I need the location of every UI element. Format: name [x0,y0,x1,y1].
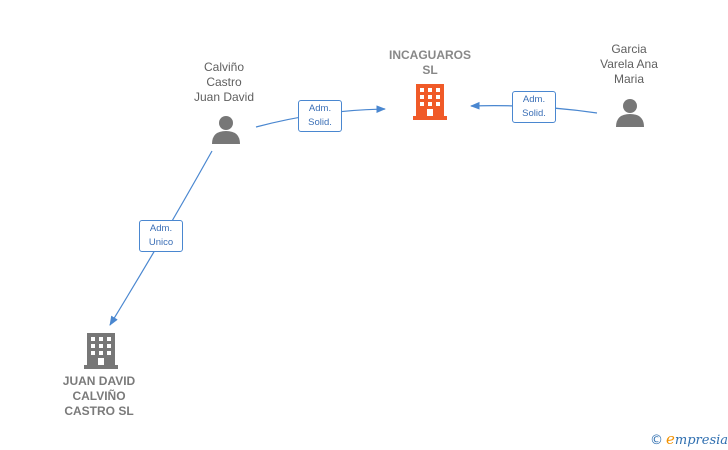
node-label-calvino: Calviño Castro Juan David [193,60,255,104]
brand-initial: e [666,430,675,448]
copyright-symbol: © [650,433,663,448]
node-label-juan-david: JUAN DAVID CALVIÑO CASTRO SL [62,374,136,418]
edge-label-calvino-incaguaros[interactable]: Adm. Solid. [298,100,342,132]
building-icon[interactable] [413,84,447,120]
brand-name: mpresia [674,433,728,448]
edge-label-calvino-juan-david[interactable]: Adm. Unico [139,220,183,252]
edge-label-garcia-incaguaros[interactable]: Adm. Solid. [512,91,556,123]
building-icon[interactable] [84,333,118,369]
brand-logo: ©empresia [650,430,728,448]
person-icon[interactable] [211,114,241,144]
node-label-garcia: Garcia Varela Ana Maria [600,42,658,86]
node-label-incaguaros: INCAGUAROS SL [388,48,471,77]
person-icon[interactable] [615,97,645,127]
